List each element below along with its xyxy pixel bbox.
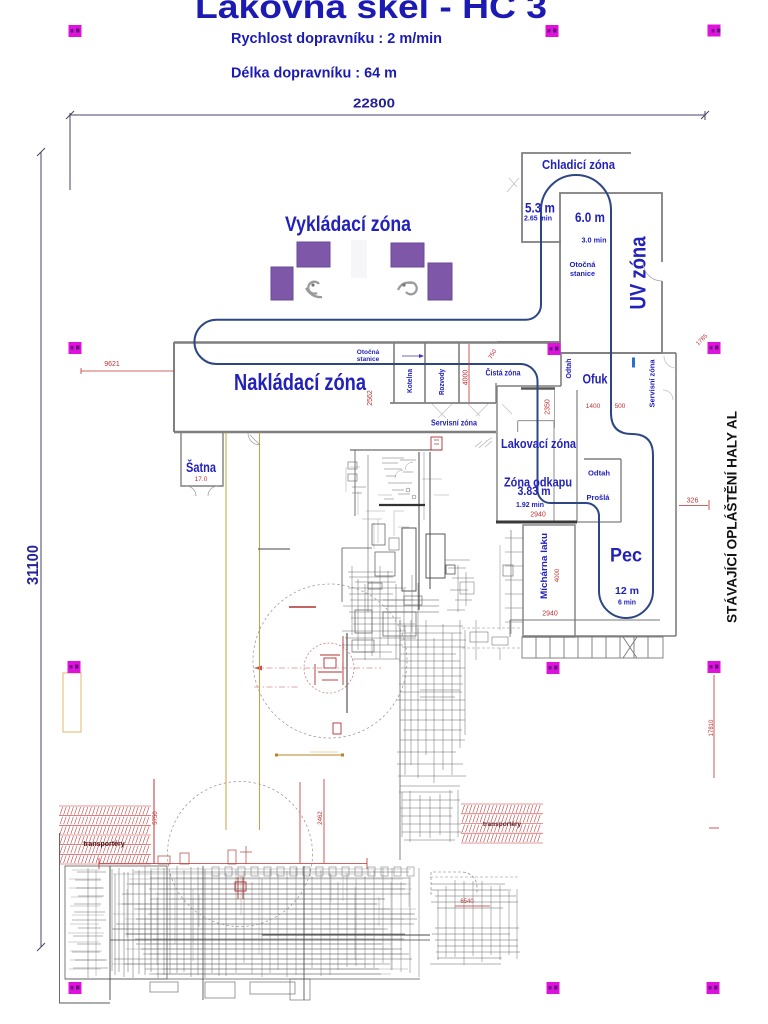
svg-text:transportéry: transportéry (83, 841, 124, 848)
svg-text:Servisní zóna: Servisní zóna (431, 418, 477, 428)
svg-text:6 min: 6 min (618, 600, 636, 607)
svg-text:Pec: Pec (610, 546, 642, 567)
svg-text:Rozvody: Rozvody (439, 369, 446, 395)
svg-text:UV zóna: UV zóna (626, 236, 651, 310)
svg-text:2562: 2562 (367, 390, 374, 406)
svg-text:transportéry: transportéry (483, 821, 522, 828)
svg-text:2940: 2940 (542, 611, 558, 618)
svg-text:stanice: stanice (570, 269, 595, 278)
svg-text:Rychlost dopravníku : 2 m/min: Rychlost dopravníku : 2 m/min (231, 31, 442, 47)
svg-text:Chladicí zóna: Chladicí zóna (542, 157, 616, 172)
svg-text:3.0 min: 3.0 min (582, 238, 607, 245)
svg-text:12 m: 12 m (615, 585, 639, 597)
svg-text:Nakládací zóna: Nakládací zóna (234, 369, 366, 395)
svg-text:Čistá zóna: Čistá zóna (486, 369, 521, 378)
svg-text:4000: 4000 (463, 370, 470, 386)
svg-text:Odtah: Odtah (566, 359, 573, 379)
svg-text:22800: 22800 (353, 96, 395, 111)
svg-text:2350: 2350 (545, 399, 552, 415)
svg-text:5750: 5750 (153, 811, 159, 825)
svg-text:6.0 m: 6.0 m (575, 209, 605, 225)
svg-text:Prošlá: Prošlá (587, 493, 611, 502)
svg-text:Ofuk: Ofuk (583, 371, 608, 387)
svg-text:Lakovna skel - HC 3: Lakovna skel - HC 3 (195, 0, 547, 25)
svg-text:17810: 17810 (709, 719, 715, 736)
svg-text:31100: 31100 (25, 545, 42, 585)
svg-text:Odtah: Odtah (588, 469, 610, 478)
svg-text:STÁVAJÍCÍ OPLÁŠTĚNÍ HALY AL: STÁVAJÍCÍ OPLÁŠTĚNÍ HALY AL (725, 411, 740, 623)
svg-text:stanice: stanice (357, 356, 380, 363)
svg-text:Zóna odkapu: Zóna odkapu (504, 475, 572, 490)
svg-text:Délka dopravníku : 64 m: Délka dopravníku : 64 m (231, 66, 397, 82)
svg-text:Míchárna laku: Míchárna laku (539, 533, 549, 599)
svg-text:3.83 m: 3.83 m (518, 486, 551, 498)
svg-text:4000: 4000 (555, 568, 561, 582)
svg-text:2940: 2940 (530, 512, 546, 519)
svg-text:750: 750 (488, 348, 499, 360)
svg-text:17.0: 17.0 (195, 476, 208, 483)
svg-text:9621: 9621 (104, 361, 120, 368)
svg-text:326: 326 (687, 498, 699, 505)
svg-text:1400: 1400 (586, 403, 601, 410)
svg-text:500: 500 (615, 403, 626, 410)
svg-text:Otočná: Otočná (570, 260, 597, 269)
svg-text:1.92 min: 1.92 min (516, 502, 544, 509)
svg-text:Servisní zóna: Servisní zóna (648, 359, 657, 408)
svg-text:5.3 m: 5.3 m (525, 200, 555, 216)
svg-text:Vykládací zóna: Vykládací zóna (285, 213, 411, 236)
svg-text:Šatna: Šatna (186, 460, 216, 475)
svg-text:Kotelna: Kotelna (407, 369, 414, 393)
svg-text:2462: 2462 (318, 811, 324, 825)
svg-text:Lakovací zóna: Lakovací zóna (501, 436, 577, 451)
svg-text:Otočná: Otočná (357, 349, 380, 356)
svg-text:2.65 min: 2.65 min (524, 216, 552, 223)
